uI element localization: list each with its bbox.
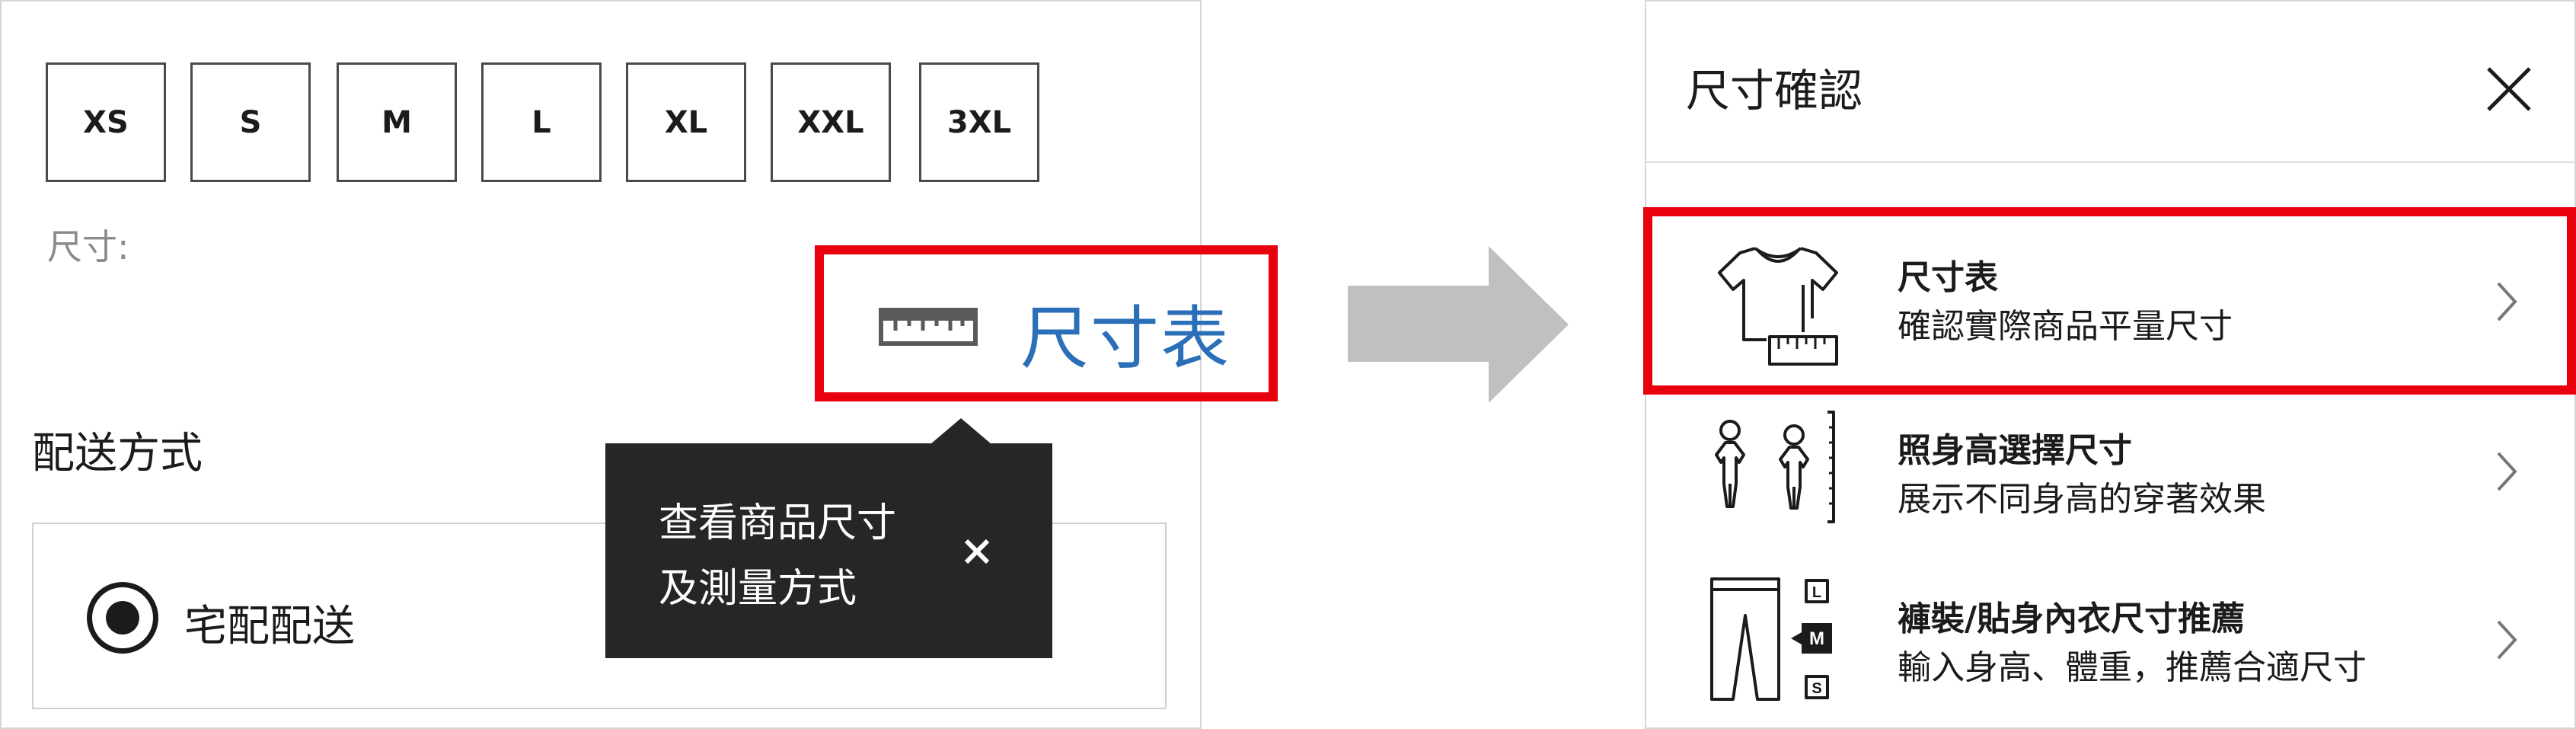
tooltip-line-1: 查看商品尺寸 <box>659 500 897 546</box>
chevron-right-icon <box>2497 282 2517 321</box>
menu-item-pants-size[interactable]: L M S 褲裝/貼身內衣尺寸推薦 輸入身高、體重，推薦合適尺寸 <box>1646 565 2574 727</box>
close-icon[interactable] <box>2484 64 2534 114</box>
size-button-s[interactable]: S <box>190 62 311 182</box>
delivery-radio-button[interactable] <box>87 582 158 654</box>
tooltip-close-icon[interactable] <box>954 529 1000 574</box>
size-letter-l: L <box>1812 584 1821 601</box>
right-arrow-icon <box>1348 246 1569 403</box>
tooltip-arrow <box>930 418 991 444</box>
header-divider <box>1646 161 2574 163</box>
menu-item-size-chart[interactable]: 尺寸表 確認實際商品平量尺寸 <box>1646 219 2574 388</box>
size-button-l[interactable]: L <box>481 62 602 182</box>
ruler-icon <box>879 308 978 346</box>
pants-size-icon: L M S <box>1710 577 1832 701</box>
size-button-xl[interactable]: XL <box>626 62 746 182</box>
size-confirm-modal: 尺寸確認 尺寸表 確認實際商品平量尺寸 <box>1645 0 2576 729</box>
modal-title: 尺寸確認 <box>1686 65 1863 117</box>
menu-item-title: 褲裝/貼身內衣尺寸推薦 <box>1898 600 2246 638</box>
menu-item-desc: 確認實際商品平量尺寸 <box>1898 307 2233 346</box>
size-chart-tooltip: 查看商品尺寸 及測量方式 <box>605 443 1052 658</box>
tooltip-line-2: 及測量方式 <box>659 566 857 612</box>
chevron-right-icon <box>2497 620 2517 660</box>
menu-item-desc: 輸入身高、體重，推薦合適尺寸 <box>1898 648 2367 687</box>
menu-item-desc: 展示不同身高的穿著效果 <box>1898 480 2266 519</box>
menu-item-title: 尺寸表 <box>1898 258 1998 297</box>
delivery-method-label: 配送方式 <box>32 429 203 478</box>
body-height-icon <box>1715 411 1835 523</box>
chevron-right-icon <box>2497 452 2517 491</box>
menu-item-height-size[interactable]: 照身高選擇尺寸 展示不同身高的穿著效果 <box>1646 401 2574 571</box>
size-letter-s: S <box>1811 680 1821 697</box>
size-button-xs[interactable]: XS <box>46 62 166 182</box>
delivery-option-label: 宅配配送 <box>184 602 355 651</box>
size-letter-m: M <box>1809 628 1824 649</box>
tshirt-ruler-icon <box>1718 247 1838 366</box>
size-button-3xl[interactable]: 3XL <box>919 62 1039 182</box>
size-button-xxl[interactable]: XXL <box>771 62 891 182</box>
size-chart-link[interactable]: 尺寸表 <box>819 245 1275 401</box>
menu-item-title: 照身高選擇尺寸 <box>1898 431 2132 470</box>
size-caption: 尺寸: <box>47 226 129 267</box>
size-button-m[interactable]: M <box>337 62 457 182</box>
size-chart-label: 尺寸表 <box>1020 299 1231 379</box>
